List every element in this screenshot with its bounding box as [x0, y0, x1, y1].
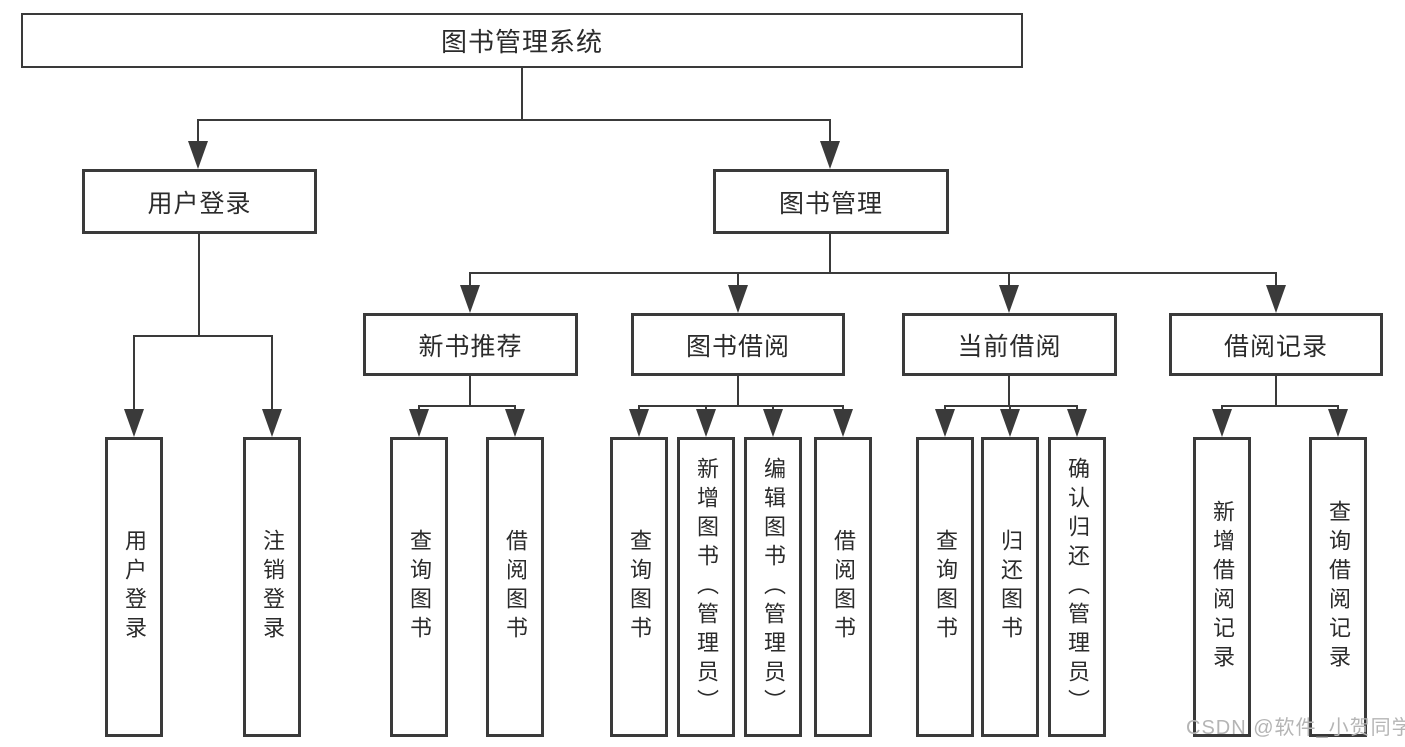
arrowhead-bb-query	[629, 409, 649, 437]
leaf-cb-return-books: 归还图书	[981, 437, 1039, 737]
arrowhead-nbr-query	[409, 409, 429, 437]
connector-borrow-records-stem	[1275, 376, 1277, 405]
arrowhead-cb-return	[1000, 409, 1020, 437]
connector-level3-rail	[470, 272, 1277, 274]
node-borrow-records: 借阅记录	[1169, 313, 1383, 376]
connector-book-borrow-stem	[737, 376, 739, 405]
arrowhead-br-add	[1212, 409, 1232, 437]
arrowhead-leaf-logout	[262, 409, 282, 437]
connector-borrow-records-rail	[1222, 405, 1338, 407]
arrowhead-cb-confirm	[1067, 409, 1087, 437]
node-new-book-recommend: 新书推荐	[363, 313, 578, 376]
leaf-bb-query-books: 查询图书	[610, 437, 668, 737]
connector-current-borrow-stem	[1008, 376, 1010, 405]
connector-drop-leaf-logout	[271, 335, 273, 413]
arrowhead-bb-add	[696, 409, 716, 437]
leaf-bb-add-books-admin: 新增图书（管理员）	[677, 437, 735, 737]
node-book-borrow: 图书借阅	[631, 313, 845, 376]
arrowhead-leaf-login	[124, 409, 144, 437]
csdn-watermark: CSDN @软件_小贺同学	[1186, 717, 1405, 739]
connector-drop-borrow-records	[1275, 272, 1277, 288]
arrowhead-bb-borrow	[833, 409, 853, 437]
connector-drop-current-borrow	[1008, 272, 1010, 288]
connector-book-mgmt-stem	[829, 234, 831, 272]
connector-new-book-rail	[419, 405, 515, 407]
connector-root-stem	[521, 68, 523, 119]
connector-user-login-rail	[133, 335, 273, 337]
connector-drop-user-login	[197, 119, 199, 145]
leaf-cb-confirm-return-admin: 确认归还（管理员）	[1048, 437, 1106, 737]
arrowhead-new-book	[460, 285, 480, 313]
arrowhead-user-login	[188, 141, 208, 169]
connector-level2-rail	[198, 119, 831, 121]
arrowhead-book-borrow	[728, 285, 748, 313]
connector-drop-book-mgmt	[829, 119, 831, 145]
connector-current-borrow-rail	[945, 405, 1077, 407]
arrowhead-br-query	[1328, 409, 1348, 437]
leaf-logout: 注销登录	[243, 437, 301, 737]
leaf-bb-edit-books-admin: 编辑图书（管理员）	[744, 437, 802, 737]
arrowhead-cb-query	[935, 409, 955, 437]
connector-drop-new-book	[469, 272, 471, 288]
node-book-mgmt: 图书管理	[713, 169, 949, 234]
arrowhead-book-mgmt	[820, 141, 840, 169]
leaf-nbr-query-books: 查询图书	[390, 437, 448, 737]
leaf-cb-query-books: 查询图书	[916, 437, 974, 737]
leaf-br-query-record: 查询借阅记录	[1309, 437, 1367, 737]
node-current-borrow: 当前借阅	[902, 313, 1117, 376]
arrowhead-nbr-borrow	[505, 409, 525, 437]
leaf-bb-borrow-books: 借阅图书	[814, 437, 872, 737]
leaf-br-add-record: 新增借阅记录	[1193, 437, 1251, 737]
connector-new-book-stem	[469, 376, 471, 405]
connector-book-borrow-rail	[639, 405, 843, 407]
leaf-nbr-borrow-books: 借阅图书	[486, 437, 544, 737]
leaf-user-login: 用户登录	[105, 437, 163, 737]
connector-drop-leaf-login	[133, 335, 135, 413]
node-book-management-system: 图书管理系统	[21, 13, 1023, 68]
arrowhead-borrow-records	[1266, 285, 1286, 313]
connector-drop-book-borrow	[737, 272, 739, 288]
arrowhead-current-borrow	[999, 285, 1019, 313]
connector-user-login-stem	[198, 234, 200, 335]
arrowhead-bb-edit	[763, 409, 783, 437]
node-user-login: 用户登录	[82, 169, 317, 234]
